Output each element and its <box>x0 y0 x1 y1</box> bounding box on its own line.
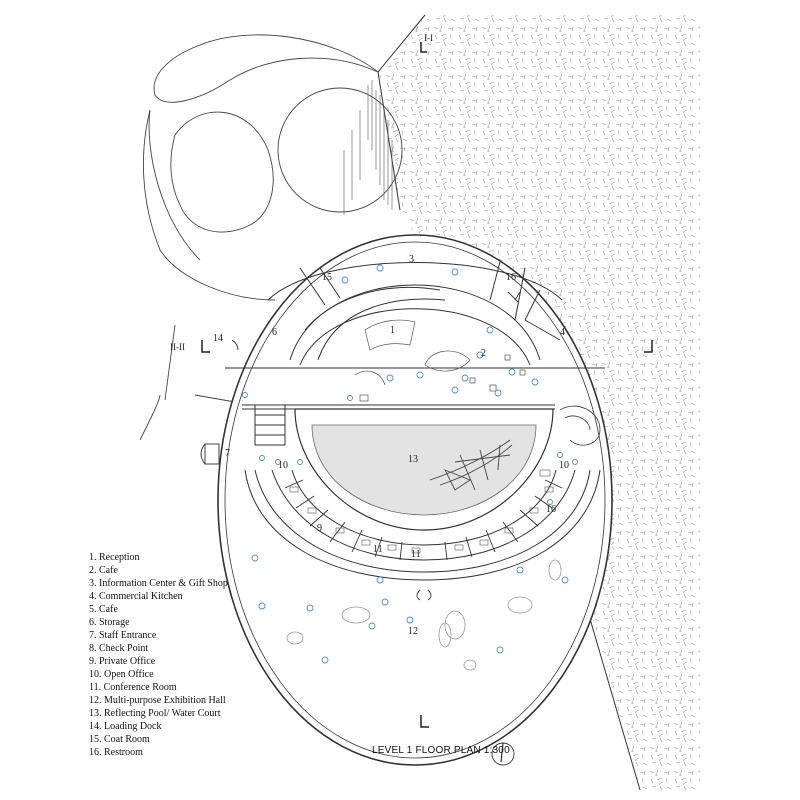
exhibition-displays <box>286 559 562 671</box>
office-partitions <box>284 479 563 561</box>
room-number-open-office-east: 10 <box>559 460 569 471</box>
north-furniture <box>354 319 526 402</box>
north-arrow-icon <box>491 742 515 766</box>
legend-item: 11. Conference Room <box>89 682 177 693</box>
north-blue-furniture <box>242 264 539 401</box>
room-number-storage: 6 <box>272 327 277 338</box>
legend-item: 3. Information Center & Gift Shop <box>89 578 228 589</box>
office-ring <box>244 469 601 581</box>
legend-item: 7. Staff Entrance <box>89 630 157 641</box>
room-number-exhibition-hall: 12 <box>408 626 418 637</box>
room-number-conference-b: 11 <box>411 549 421 560</box>
pool-sculpture <box>429 439 513 491</box>
legend-item: 12. Multi-purpose Exhibition Hall <box>89 695 226 706</box>
spiral-stair <box>559 405 601 446</box>
legend-item: 15. Coat Room <box>89 734 150 745</box>
office-furniture <box>289 469 554 554</box>
legend-item: 13. Reflecting Pool/ Water Court <box>89 708 221 719</box>
room-number-cafe: 2 <box>481 348 486 359</box>
room-number-reflecting-pool: 13 <box>408 454 418 465</box>
landscape-edge-south <box>587 611 641 791</box>
room-number-private-office: 9 <box>317 523 322 534</box>
legend-item: 6. Storage <box>89 617 130 628</box>
exhibition-blue-furniture <box>251 554 569 664</box>
building-outline-inner <box>224 241 606 759</box>
entrances <box>200 291 521 601</box>
legend-item: 9. Private Office <box>89 656 156 667</box>
section-label-ii: II-II <box>170 342 185 352</box>
room-number-staff-entrance: 7 <box>225 448 230 459</box>
room-number-open-office-west: 10 <box>278 460 288 471</box>
legend-item: 10. Open Office <box>89 669 154 680</box>
room-number-conference-a: 11 <box>373 544 383 555</box>
legend-item: 16. Restroom <box>89 747 143 758</box>
legend-item: 1. Reception <box>89 552 140 563</box>
room-number-restroom-north: 16 <box>506 272 516 283</box>
legend-item: 4. Commercial Kitchen <box>89 591 183 602</box>
room-number-coat-room: 15 <box>322 272 332 283</box>
section-marker-icon <box>201 42 653 728</box>
room-number-info-center: 3 <box>409 254 414 265</box>
legend: 1. Reception 2. Cafe 3. Information Cent… <box>89 551 228 759</box>
legend-item: 5. Cafe <box>89 604 118 615</box>
room-number-restroom-east: 16 <box>546 504 556 515</box>
reflecting-pool-water <box>311 424 537 516</box>
section-label-i: I-I <box>424 33 433 43</box>
site-lines <box>139 34 403 441</box>
room-number-kitchen: 4 <box>560 327 565 338</box>
legend-item: 14. Loading Dock <box>89 721 162 732</box>
north-wing-walls <box>225 261 605 369</box>
office-blue-furniture <box>259 452 578 505</box>
room-number-loading-dock: 14 <box>213 333 223 344</box>
legend-item: 2. Cafe <box>89 565 118 576</box>
plan-title: LEVEL 1 FLOOR PLAN 1:300 <box>372 745 510 756</box>
terrain-steps <box>343 80 393 215</box>
room-number-reception: 1 <box>390 325 395 336</box>
legend-item: 8. Check Point <box>89 643 149 654</box>
